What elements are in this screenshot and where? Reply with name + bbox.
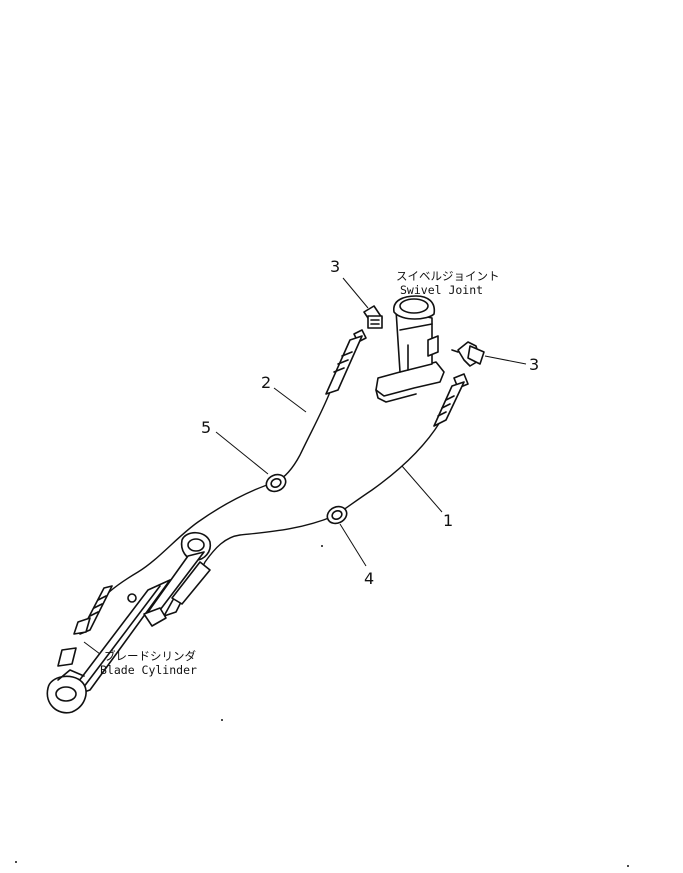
swivel-joint-label-en: Swivel Joint: [400, 283, 483, 297]
hose-fitting-right: [433, 373, 469, 427]
callout-3-right: 3: [529, 355, 539, 374]
speck: [221, 719, 223, 721]
clamp-5: [265, 473, 287, 493]
leader-3-right: [484, 355, 527, 365]
elbow-fitting-top: [363, 305, 383, 329]
leader-3-top: [342, 277, 369, 309]
blade-cylinder-label-jp: ブレードシリンダ: [104, 649, 196, 663]
leader-5: [215, 431, 269, 475]
leader-1: [401, 465, 443, 513]
swivel-joint-label-jp: スイベルジョイント: [396, 269, 500, 283]
leader-cylinder: [83, 641, 101, 655]
callout-1: 1: [443, 511, 453, 530]
blade-cylinder-label-en: Blade Cylinder: [100, 663, 197, 677]
speck: [15, 861, 17, 863]
hose-2: [91, 391, 331, 613]
swivel-joint: [375, 295, 445, 403]
hose-fitting-upper: [325, 329, 367, 395]
clamp-4: [326, 505, 348, 525]
blade-cylinder: [46, 531, 212, 714]
callout-5: 5: [201, 418, 211, 437]
callout-3-top: 3: [330, 257, 340, 276]
speck: [321, 545, 323, 547]
leader-2: [273, 387, 307, 413]
callout-2: 2: [261, 373, 271, 392]
callout-4: 4: [364, 569, 374, 588]
hose-1: [175, 421, 441, 605]
speck: [627, 865, 629, 867]
leader-4: [339, 523, 367, 567]
elbow-fitting-right: [451, 341, 485, 367]
